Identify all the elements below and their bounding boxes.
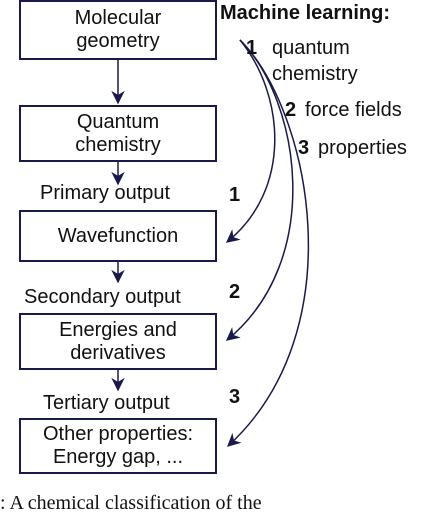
ml-item-1-num: 1 xyxy=(246,37,258,59)
box-quantum-chemistry: Quantum chemistry xyxy=(19,105,217,162)
label-primary-output: Primary output xyxy=(40,182,171,204)
ml-item-1-line2: chemistry xyxy=(272,63,358,85)
box-other-line2: Energy gap, ... xyxy=(52,446,184,468)
box-wavefunction-line1: Wavefunction xyxy=(57,224,179,247)
box-energies-line2: derivatives xyxy=(70,341,166,364)
label-secondary-output: Secondary output xyxy=(24,286,181,308)
box-other-properties: Other properties: Energy gap, ... xyxy=(19,418,217,474)
ml-item-2-line1: force fields xyxy=(305,99,402,121)
ml-marker-3: 3 xyxy=(229,386,241,408)
ml-marker-1: 1 xyxy=(229,184,241,206)
box-molecular-geometry: Molecular geometry xyxy=(19,0,217,60)
ml-title: Machine learning: xyxy=(220,2,391,24)
box-other-line1: Other properties: xyxy=(42,423,194,445)
ml-arrow-1 xyxy=(225,39,276,243)
box-molecular-geometry-line1: Molecular xyxy=(74,7,162,29)
caption-fragment: 1: A chemical classification of the xyxy=(0,492,262,514)
ml-item-1-line1: quantum xyxy=(272,37,350,59)
ml-item-3-line1: properties xyxy=(318,137,407,159)
box-energies-derivatives: Energies and derivatives xyxy=(19,313,217,370)
ml-item-2-num: 2 xyxy=(285,99,297,121)
box-quantum-chemistry-line1: Quantum xyxy=(76,110,160,133)
ml-arrow-3 xyxy=(227,39,310,447)
ml-item-3-num: 3 xyxy=(298,137,310,159)
ml-marker-2: 2 xyxy=(229,281,241,303)
label-tertiary-output: Tertiary output xyxy=(43,392,170,414)
box-wavefunction: Wavefunction xyxy=(19,210,217,262)
box-molecular-geometry-line2: geometry xyxy=(76,30,160,52)
box-energies-line1: Energies and xyxy=(59,318,177,341)
box-quantum-chemistry-line2: chemistry xyxy=(75,133,161,156)
